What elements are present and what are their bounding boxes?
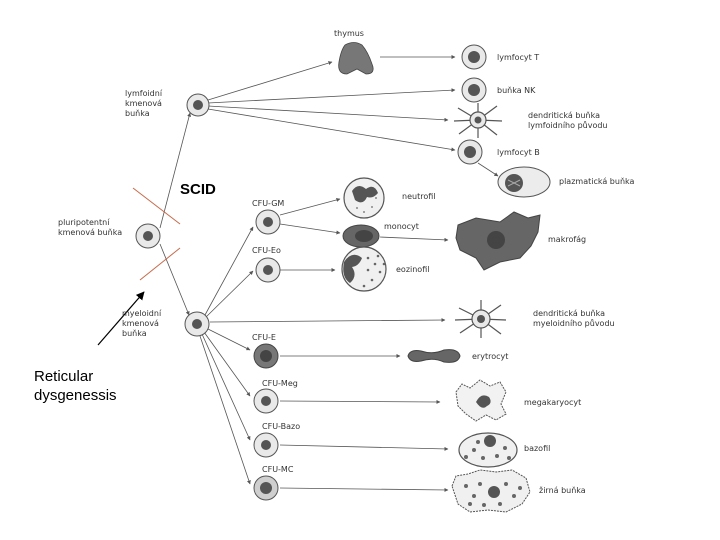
block-markers: [132, 187, 181, 281]
cell-mast: [451, 469, 531, 513]
label-erytrocyt: erytrocyt: [472, 352, 509, 361]
label-plasma-cell: plazmatická buňka: [559, 177, 635, 186]
label-lymphoid-stem-cell: lymfoidní kmenová buňka: [125, 89, 163, 118]
label-thymus: thymus: [334, 29, 364, 38]
progenitor-cfu-mc: [253, 475, 279, 501]
cell-megakaryocyt: [455, 379, 507, 422]
label-myeloid-stem-cell: myeloidní kmenová buňka: [122, 309, 162, 338]
label-makrofag: makrofág: [548, 235, 587, 244]
reticular-pointer-arrow: [97, 291, 145, 346]
label-cfu-gm: CFU-GM: [252, 199, 285, 208]
label-lymfocyt-t: lymfocyt T: [497, 53, 540, 62]
label-eozinofil: eozinofil: [396, 265, 430, 274]
progenitor-cfu-e: [253, 343, 279, 369]
annotation-scid: SCID: [180, 181, 216, 198]
cell-dendritic-myeloid: [454, 300, 507, 338]
progenitor-cfu-gm: [255, 209, 281, 235]
annotation-reticular-dysgenesis: Reticular dysgenessis: [34, 368, 117, 404]
label-cfu-meg: CFU-Meg: [262, 379, 298, 388]
label-pluripotent-stem-cell: pluripotentní kmenová buňka: [58, 218, 123, 237]
cell-eozinofil: [341, 246, 387, 292]
cell-plasma: [497, 166, 551, 198]
cell-bazofil: [458, 432, 518, 468]
label-bunka-nk: buňka NK: [497, 86, 536, 95]
scid-block-marker: [132, 187, 181, 225]
cell-erytrocyt: [407, 349, 461, 363]
cell-monocyt: [342, 224, 380, 248]
label-cfu-bazo: CFU-Bazo: [262, 422, 301, 431]
progenitor-cfu-eo: [255, 257, 281, 283]
label-neutrofil: neutrofil: [402, 192, 436, 201]
cell-lymfocyt-b: [457, 139, 483, 165]
label-bazofil: bazofil: [524, 444, 551, 453]
connector-arrows: [159, 55, 499, 492]
label-mast-cell: žirná buňka: [539, 486, 586, 495]
stem-cell-lymphoid: [186, 93, 210, 117]
label-dendritic-myeloid: dendritická buňka myeloidního původu: [533, 309, 615, 328]
label-megakaryocyt: megakaryocyt: [524, 398, 582, 407]
cell-lymfocyt-t: [461, 44, 487, 70]
label-lymfocyt-b: lymfocyt B: [497, 148, 540, 157]
stem-cell-myeloid: [184, 311, 210, 337]
label-cfu-eo: CFU-Eo: [252, 246, 281, 255]
cell-neutrofil: [343, 177, 385, 219]
cell-nk: [461, 77, 487, 103]
cell-dendritic-lymphoid: [453, 103, 503, 138]
label-monocyt: monocyt: [384, 222, 419, 231]
label-dendritic-lymphoid: dendritická buňka lymfoidního původu: [528, 111, 608, 130]
reticular-block-marker: [139, 247, 181, 281]
thymus-organ: [338, 42, 374, 75]
stem-cell-pluripotent: [135, 223, 161, 249]
progenitor-cfu-bazo: [253, 432, 279, 458]
label-cfu-mc: CFU-MC: [262, 465, 294, 474]
progenitor-cfu-meg: [253, 388, 279, 414]
label-cfu-e: CFU-E: [252, 333, 276, 342]
cell-makrofag: [455, 211, 541, 271]
